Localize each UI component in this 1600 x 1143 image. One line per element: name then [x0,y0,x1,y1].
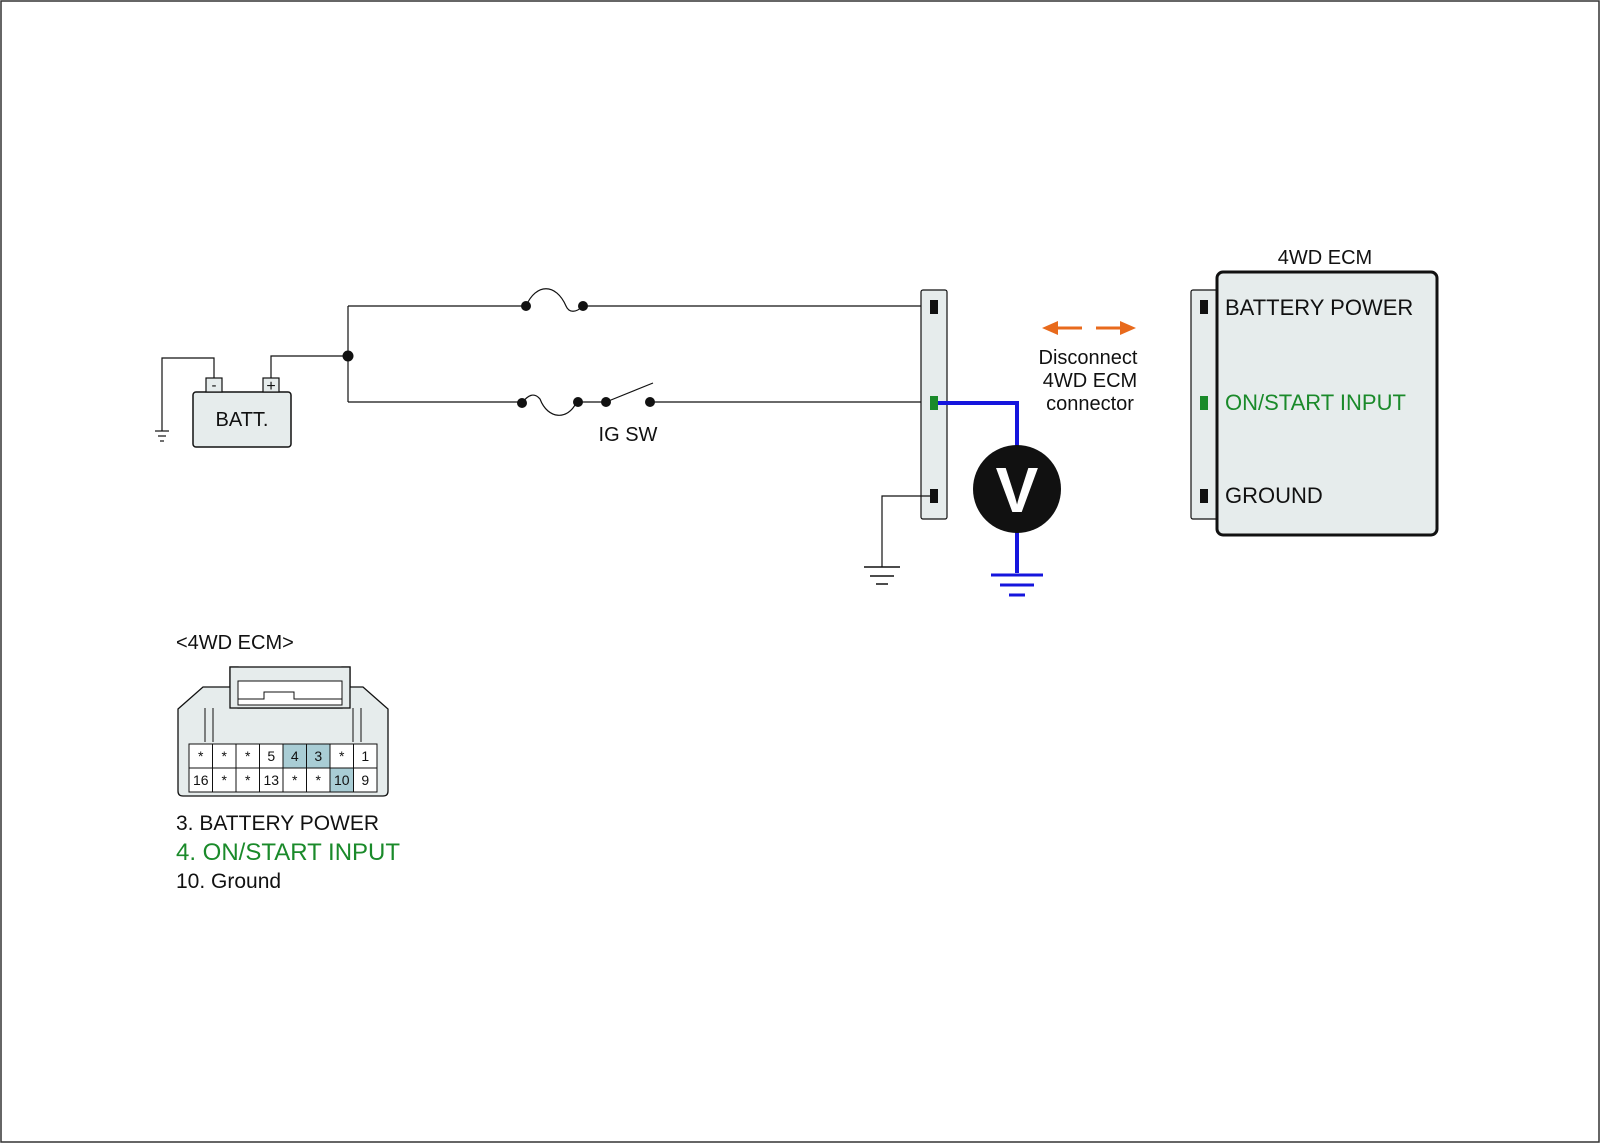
legend-on-start-input: 4. ON/START INPUT [176,839,400,866]
pin-label: * [222,748,228,764]
ecm-pin-on-start-input [1200,396,1208,410]
voltmeter-ground-icon [991,573,1043,597]
ecm-pin-ground [1200,489,1208,503]
connector-pin-on-start-input [930,396,938,410]
voltmeter-label: V [996,454,1039,526]
connector-pin-ground [930,489,938,503]
battery-ground-wire [161,357,215,431]
battery-positive-wire [270,355,348,378]
pin-label: * [198,748,204,764]
disconnect-note-line-2: 4WD ECM [1043,370,1137,392]
pin-label: 5 [267,748,275,764]
pin-label: * [245,772,251,788]
pin-label: * [245,748,251,764]
disconnect-note-line-1: Disconnect [1039,347,1138,369]
pin-cell [353,767,378,793]
voltmeter-positive-lead [938,401,1019,446]
battery-negative-symbol: - [212,377,217,394]
pin-label: * [339,748,345,764]
connector-ground-icon [864,566,900,585]
ecm-pin-battery-power [1200,300,1208,314]
ecm-terminal-on-start-input: ON/START INPUT [1225,390,1406,415]
ignition-switch-icon [601,382,655,407]
fuse-icon [517,394,583,416]
battery-ground-icon [155,430,169,442]
pin-label: 13 [263,772,279,788]
ecm-terminal-ground: GROUND [1225,483,1323,508]
battery-body [192,391,292,448]
pin-label: 4 [291,748,299,764]
pin-label: * [222,772,228,788]
pin-label: 1 [361,748,369,764]
pin-label: 16 [193,772,209,788]
pin-label: * [292,772,298,788]
legend-ground: 10. Ground [176,870,281,893]
pin-label: * [316,772,322,788]
ecm-terminal-battery-power: BATTERY POWER [1225,295,1413,320]
pin-label: 3 [314,748,322,764]
battery-label: BATT. [216,409,269,431]
pin-label: 9 [361,772,369,788]
disconnect-arrows-icon [1042,321,1136,335]
battery: - + BATT. [192,377,292,448]
pin-label: 10 [334,772,350,788]
fuse-icon [521,288,588,312]
connector-view-title: <4WD ECM> [176,632,294,654]
legend-battery-power: 3. BATTERY POWER [176,812,379,835]
ecm-title: 4WD ECM [1278,247,1372,269]
connector-ground-wire [881,495,930,567]
ecm-module-box [1215,270,1439,537]
ignition-switch-label: IG SW [599,424,658,446]
disconnect-note-line-3: connector [1046,393,1134,415]
connector-pin-battery-power [930,300,938,314]
battery-positive-symbol: + [266,378,275,395]
voltmeter-icon [973,445,1061,533]
